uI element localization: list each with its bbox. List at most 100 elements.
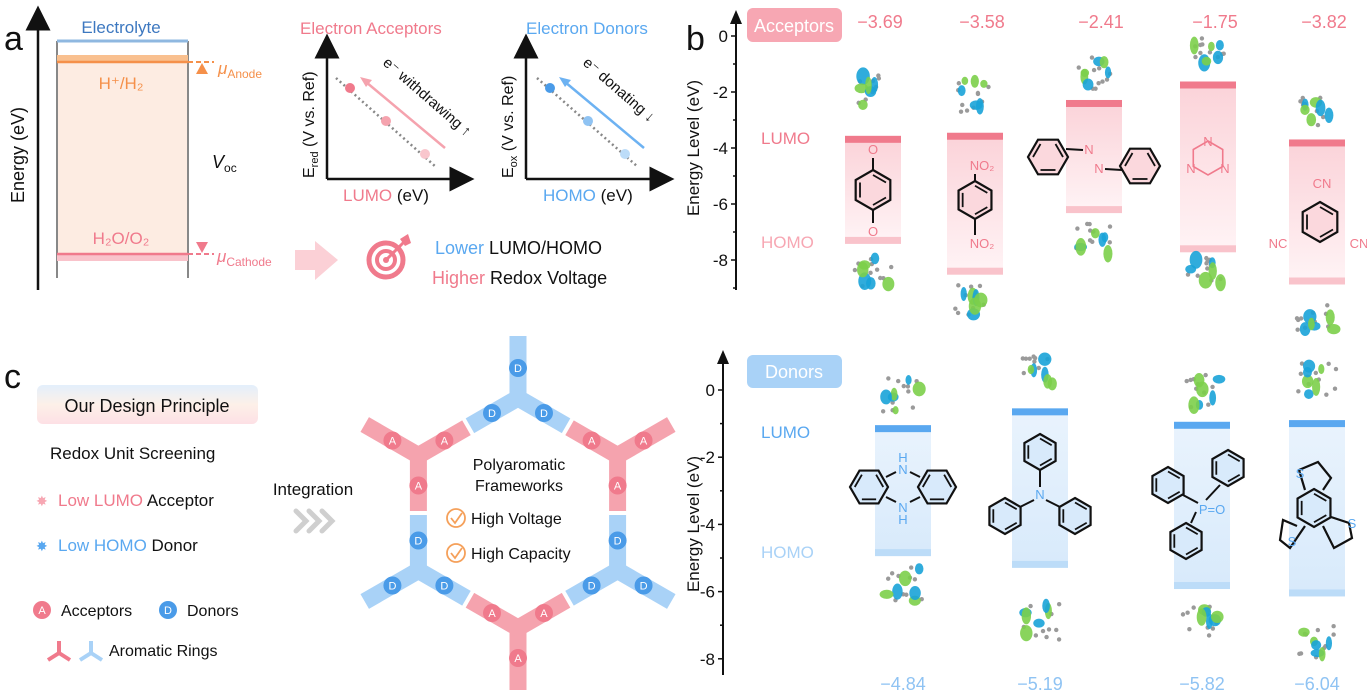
atom [1199, 36, 1205, 41]
donor-legend-label: Donors [187, 603, 239, 620]
atom-label: O [868, 224, 878, 239]
donors-badge [747, 355, 842, 388]
lumo-value: −3.69 [857, 12, 903, 32]
acceptor-legend-letter: A [38, 605, 46, 617]
blue-lobe [1311, 640, 1322, 650]
acceptors-badge [747, 8, 842, 42]
unit-letter: D [488, 408, 496, 420]
atom [904, 592, 909, 597]
screening-label: Redox Unit Screening [50, 444, 215, 463]
orbital-isosurface [1180, 604, 1224, 638]
line2-rest: Redox Voltage [485, 268, 607, 288]
orbital-isosurface [1294, 303, 1341, 337]
anode-band [57, 55, 188, 63]
green-lobe [1327, 323, 1341, 335]
blue-lobe [1101, 232, 1109, 243]
green-lobe [882, 276, 895, 292]
mu-cathode-label: μCathode [216, 247, 272, 269]
unit-letter: A [540, 608, 548, 620]
donor-node: DDD [465, 336, 571, 434]
atom [1107, 224, 1113, 229]
blue-lobe [1215, 40, 1224, 51]
thiophene-ring [1297, 460, 1333, 491]
withdrawing-arrow-head [360, 77, 372, 87]
atom [1206, 633, 1212, 638]
withdrawing-arrow [365, 81, 446, 149]
donor-unit [534, 404, 553, 422]
thiophene-ring [1322, 515, 1354, 550]
green-lobe [879, 589, 894, 599]
atom [1032, 359, 1037, 364]
orbital-isosurface [1019, 598, 1062, 642]
homo-bar [1289, 589, 1345, 597]
green-lobe [1215, 274, 1226, 292]
acceptor-unit [509, 649, 527, 667]
atom [878, 275, 883, 281]
orbital-isosurface [879, 563, 924, 606]
atom [852, 267, 858, 273]
atom [953, 306, 958, 311]
orbital-isosurface [1297, 624, 1336, 662]
atom [1096, 66, 1102, 71]
acceptor-unit [634, 431, 653, 450]
atom [1296, 389, 1301, 394]
atom [1200, 42, 1205, 47]
double-bond [1167, 490, 1181, 500]
homo-value: −4.84 [880, 674, 926, 694]
acceptor-chart-y-label: Ered (V vs. Ref) [301, 71, 321, 178]
atom [889, 264, 894, 270]
donating-arrow-head [559, 77, 571, 87]
atom [1075, 226, 1080, 231]
blue-lobe [892, 583, 903, 600]
orbital-isosurface [1020, 352, 1057, 391]
donor-y-axis-label: Energy Level (eV) [684, 456, 703, 592]
blue-lobe [1038, 352, 1052, 366]
green-lobe [1298, 627, 1310, 637]
double-bond [1004, 521, 1018, 531]
green-lobe [1308, 317, 1315, 331]
donor-legend-marker [159, 601, 177, 619]
atom [1033, 633, 1039, 638]
atom [1028, 603, 1033, 609]
green-lobe [1075, 238, 1087, 256]
junction [409, 447, 427, 464]
double-bond [872, 196, 887, 206]
blue-lobe [905, 375, 912, 385]
green-lobe [890, 387, 898, 401]
gap-band [1174, 425, 1230, 586]
xlabel-colored: HOMO [543, 186, 596, 205]
atom [1096, 81, 1101, 86]
panel-label-c: c [4, 358, 21, 396]
acceptor-word: Acceptor [143, 491, 214, 510]
donor-molecule: −5.82P=O [1151, 372, 1245, 694]
green-lobe [970, 74, 979, 88]
blue-lobe [1104, 66, 1112, 79]
atom [1036, 365, 1041, 371]
atom [1087, 221, 1092, 227]
y-tick-label: 0 [719, 27, 728, 46]
atom [910, 405, 916, 410]
green-lobe [1189, 36, 1199, 55]
bond [885, 496, 897, 503]
atom [1054, 627, 1059, 633]
atom [889, 571, 895, 576]
atom [868, 270, 873, 276]
electrolyte-label: Electrolyte [81, 18, 160, 37]
atom [1031, 354, 1036, 359]
blue-lobe [1212, 50, 1224, 65]
acceptor-unit [409, 476, 428, 495]
junction [609, 447, 627, 464]
double-bond [1004, 501, 1018, 511]
legend: A Acceptors D Donors Aromatic Rings [33, 601, 239, 662]
green-lobe [1020, 625, 1033, 642]
lumo-value: −3.58 [959, 12, 1005, 32]
unit-letter: A [514, 653, 522, 665]
atom [1207, 50, 1213, 55]
orbital-isosurface [880, 375, 926, 415]
double-bond [872, 174, 887, 184]
atom [1205, 266, 1210, 271]
homo-value: −6.04 [1294, 674, 1340, 694]
